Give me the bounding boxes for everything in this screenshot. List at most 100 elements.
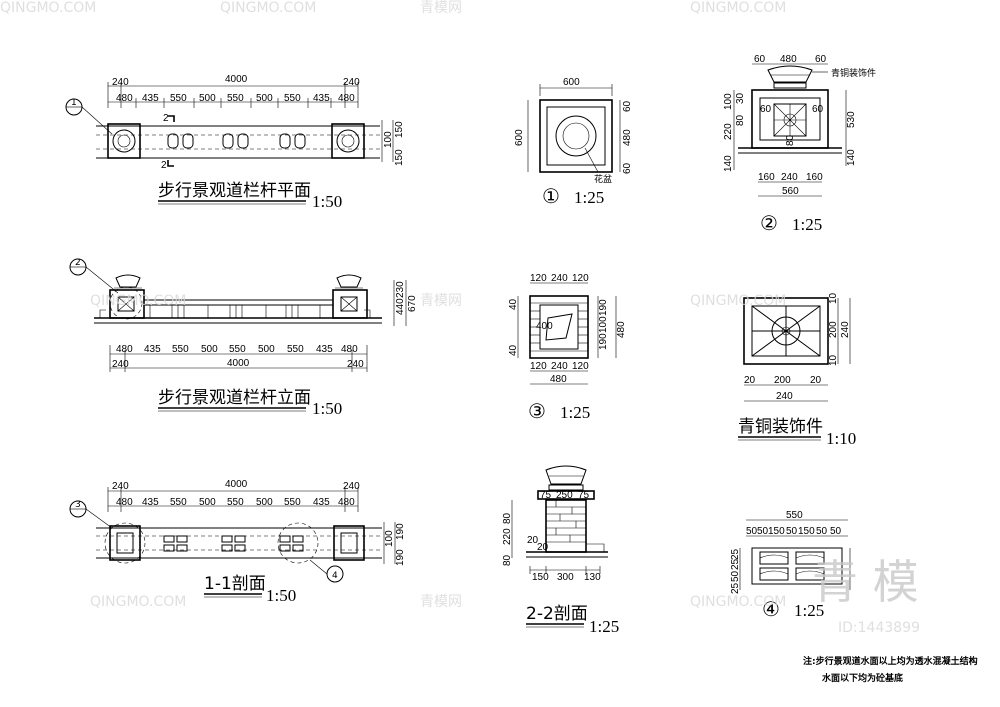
elevation-side-dim: 230 [395, 281, 406, 298]
detail4-sub-dim: 50 [816, 526, 828, 537]
detail2-left-dim: 30 [735, 92, 746, 104]
section11-sub-dims: 480 435 550 500 550 500 550 435 480 [116, 497, 355, 508]
elevation-title: 步行景观道栏杆立面 [158, 388, 311, 408]
detail1-top: 60 [622, 100, 633, 112]
elevation-scale: 1:50 [312, 399, 342, 418]
elevation-dim-240-left: 240 [112, 359, 129, 370]
section11-title: 1-1剖面 [204, 574, 266, 594]
detail3-top-dim: 120 [572, 273, 589, 284]
section22-bottom-dim: 150 [532, 572, 549, 583]
detail2-left-dim: 100 [723, 93, 734, 110]
elevation-sub-dim: 500 [201, 344, 218, 355]
plan-sub-dim: 435 [313, 93, 330, 104]
elevation-dim-240-right: 240 [347, 359, 364, 370]
plan-side-dim: 150 [394, 121, 405, 138]
section11-side-dim: 190 [395, 549, 406, 566]
detail4-left-dim: 25 [730, 582, 741, 594]
section22-left-dim: 220 [502, 528, 513, 545]
watermark-text: QINGMO.COM [90, 293, 186, 309]
detail4-left-dim: 25 [730, 558, 741, 570]
section11-sub-dim: 500 [256, 497, 273, 508]
detail1-circle: ① [542, 186, 560, 208]
plan-dim-240-left: 240 [112, 77, 129, 88]
section22-bottom-dim: 130 [584, 572, 601, 583]
elevation-sub-dim: 480 [341, 344, 358, 355]
detail3-top-dim: 120 [530, 273, 547, 284]
detail4-circle: ④ [762, 599, 780, 621]
section11-dim-240-right: 240 [343, 481, 360, 492]
note-line-1: 注:步行景观道水面以上均为透水混凝土结构 [803, 655, 978, 667]
detail2-inner-dim: 80 [785, 134, 796, 146]
detail-3: 120 240 120 40 400 40 190 100 190 480 12… [508, 273, 627, 423]
detail4-sub-dim: 150 [768, 526, 785, 537]
watermark-id: ID:1443899 [838, 620, 920, 636]
elevation-sub-dim: 550 [172, 344, 189, 355]
plan-sub-dim: 550 [227, 93, 244, 104]
plan-sub-dim: 500 [256, 93, 273, 104]
elevation-sub-dim: 435 [316, 344, 333, 355]
watermark-text: 青模网 [420, 0, 462, 16]
detail4-sub-dim: 150 [798, 526, 815, 537]
section22-inner-dim: 20 [527, 535, 539, 546]
detail1-scale: 1:25 [574, 188, 604, 207]
detail4-left-dim: 25 [730, 548, 741, 560]
detail4-left-dim: 50 [730, 570, 741, 582]
detail-1: 600 600 60 480 60 花盆 ① 1:25 [514, 77, 633, 208]
detail2-total: 560 [782, 186, 799, 197]
elevation-sub-dim: 550 [229, 344, 246, 355]
detail4-total: 550 [786, 510, 803, 521]
detail3-right-dim: 480 [616, 321, 627, 338]
elevation-side-dim: 670 [407, 295, 418, 312]
detail2-right-dim: 530 [846, 111, 857, 128]
bronze-bottom-dim: 200 [774, 375, 791, 386]
plan-scale: 1:50 [312, 192, 342, 211]
plan-sub-dims: 480 435 550 500 550 500 550 435 480 [116, 93, 355, 104]
section-mark-top: 2 [163, 113, 169, 124]
elevation-view: 2 480 435 550 500 550 500 550 435 480 24… [69, 258, 418, 418]
detail2-top-dim: 60 [815, 54, 827, 65]
bronze-title: 青铜装饰件 [738, 417, 823, 437]
watermark-text: QINGMO.COM [690, 594, 786, 610]
section11-dim-240-left: 240 [112, 481, 129, 492]
section11-sub-dim: 550 [284, 497, 301, 508]
detail1-inner: 480 [622, 129, 633, 146]
plan-dim-4000: 4000 [225, 74, 248, 85]
bronze-total: 240 [776, 391, 793, 402]
section11-sub-dim: 435 [313, 497, 330, 508]
section11-side-dim: 100 [384, 530, 395, 547]
section11-sub-dim: 550 [227, 497, 244, 508]
detail2-left-dim: 220 [723, 123, 734, 140]
section22-title: 2-2剖面 [526, 604, 588, 624]
bronze-bottom-dim: 20 [810, 375, 822, 386]
elevation-sub-dims: 480 435 550 500 550 500 550 435 480 [116, 344, 358, 355]
watermarks: QINGMO.COM QINGMO.COM QINGMO.COM 青模网 QIN… [0, 0, 920, 636]
detail3-right-dim: 190 [598, 333, 609, 350]
bronze-right-dim: 10 [828, 354, 839, 366]
section22-bottom-dim: 300 [557, 572, 574, 583]
watermark-text: QINGMO.COM [690, 0, 786, 16]
watermark-text: QINGMO.COM [690, 293, 786, 309]
section22-left-dim: 80 [502, 554, 513, 566]
plan-sub-dim: 435 [142, 93, 159, 104]
drawing-note: 注:步行景观道水面以上均为透水混凝土结构 水面以下均为砼基底 [803, 655, 978, 684]
elevation-dim-4000: 4000 [227, 358, 250, 369]
detail4-scale: 1:25 [794, 601, 824, 620]
detail2-top-dim: 60 [754, 54, 766, 65]
detail3-scale: 1:25 [560, 403, 590, 422]
detail4-sub-dim: 50 [746, 526, 758, 537]
plan-side-dim: 100 [383, 131, 394, 148]
plan-sub-dim: 550 [170, 93, 187, 104]
watermark-text: QINGMO.COM [90, 594, 186, 610]
detail2-left-dim: 140 [723, 155, 734, 172]
detail-4: 550 50 50 150 50 150 50 50 25 25 50 25 ④… [730, 510, 851, 621]
detail3-bottom-dim: 120 [530, 361, 547, 372]
detail2-circle: ② [760, 213, 778, 235]
bronze-right-dim: 240 [840, 321, 851, 338]
section11-sub-dim: 435 [142, 497, 159, 508]
detail2-right-dim: 140 [846, 149, 857, 166]
bronze-right-dim: 200 [828, 321, 839, 338]
section-mark-bottom: 2 [161, 160, 167, 171]
section-1-1: 240 4000 240 480 435 550 500 550 500 550… [69, 479, 406, 605]
detail2-bottom-dim: 160 [758, 172, 775, 183]
